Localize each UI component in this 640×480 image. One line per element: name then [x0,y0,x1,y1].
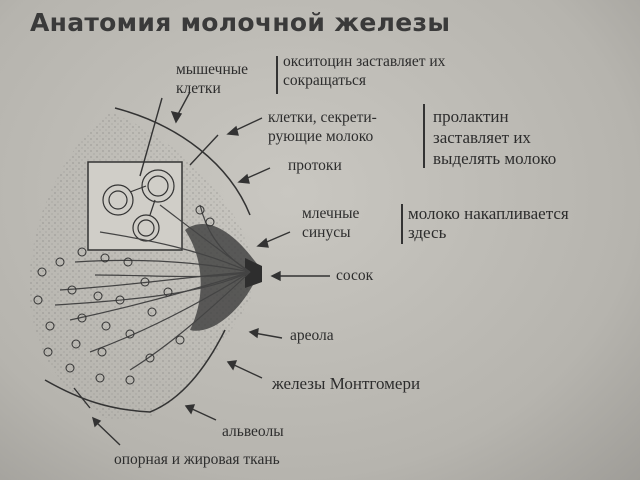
alveoli-cluster [102,169,175,242]
label-secreting-cells-line2: рующие молоко [268,128,374,145]
label-areola: ареола [290,327,334,344]
chest-curve [114,107,251,216]
label-ducts: протоки [288,157,342,174]
label-milk-sinuses-line1: млечные [302,205,360,222]
page-title: Анатомия молочной железы [30,8,451,37]
label-nipple: сосок [336,267,374,284]
lobules [33,205,215,385]
label-sinus-note-line1: молоко накапливается [408,204,569,223]
leader-arrows [73,91,330,446]
label-muscle-cells: мышечные клетки [176,60,248,98]
label-sinus-note-line2: здесь [408,223,447,242]
divider-muscle [276,56,278,94]
areola-region [185,224,262,331]
label-prolactin-note: пролактин заставляет их выделять молоко [433,106,556,169]
label-prolactin-note-line1: пролактин [433,107,509,126]
divider-sinus [401,204,403,244]
inset-box [87,161,183,251]
label-prolactin-note-line3: выделять молоко [433,149,557,168]
divider-prolactin [423,104,425,168]
label-sinus-note: молоко накапливается здесь [408,204,569,242]
label-secreting-cells: клетки, секрети- рующие молоко [268,108,377,146]
nipple-shape [245,258,262,288]
label-montgomery-glands: железы Монтгомери [272,374,421,393]
label-milk-sinuses-line2: синусы [302,224,351,241]
label-oxytocin-note-line2: сокращаться [283,72,367,89]
label-muscle-cells-line2: клетки [176,80,221,97]
label-milk-sinuses: млечные синусы [302,204,359,242]
lower-curve [44,329,226,413]
breast-outline [29,112,255,420]
ducts-lines [54,204,251,371]
label-support-tissue: опорная и жировая ткань [114,451,280,468]
label-alveoli: альвеолы [222,423,284,440]
label-prolactin-note-line2: заставляет их [433,128,531,147]
label-oxytocin-note: окситоцин заставляет их сокращаться [283,52,445,90]
label-oxytocin-note-line1: окситоцин заставляет их [283,53,446,70]
label-muscle-cells-line1: мышечные [176,61,249,78]
label-secreting-cells-line1: клетки, секрети- [268,109,377,126]
